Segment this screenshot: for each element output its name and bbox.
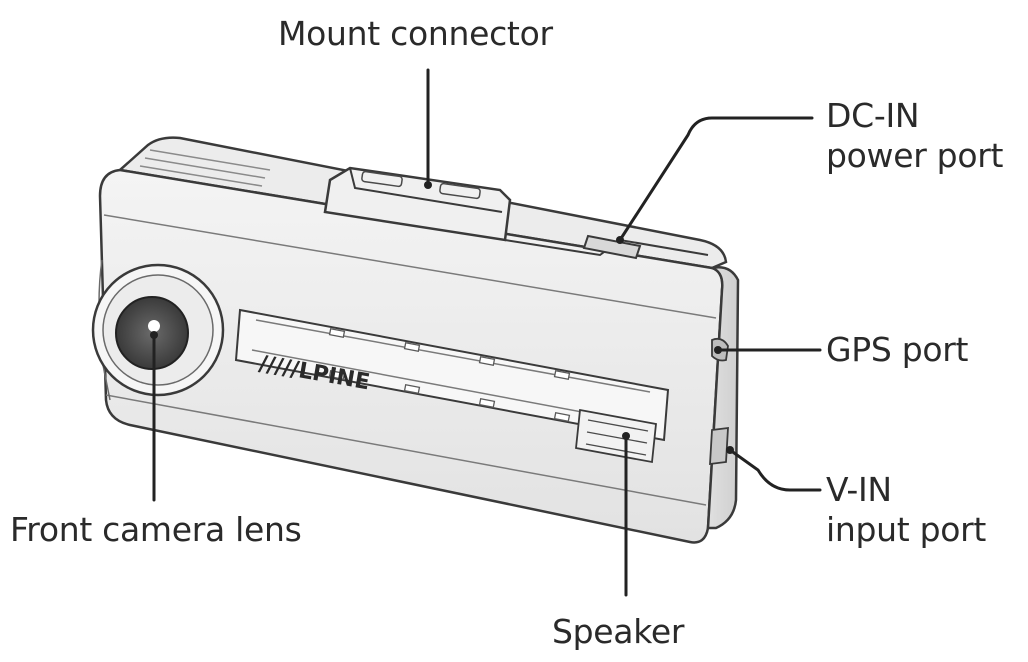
leader-dc-in (618, 116, 814, 242)
label-v-in: V-IN input port (826, 470, 986, 550)
speaker-part (575, 408, 657, 464)
label-front-camera-lens: Front camera lens (10, 510, 302, 549)
label-dc-in-line1: DC-IN (826, 96, 920, 135)
v-in-port-part (709, 426, 729, 466)
front-camera-lens-part (91, 263, 225, 397)
label-dc-in: DC-IN power port (826, 96, 1003, 176)
label-v-in-line2: input port (826, 510, 987, 549)
dot-v-in (726, 446, 734, 454)
dot-mount-connector (424, 181, 432, 189)
label-dc-in-line2: power port (826, 136, 1004, 175)
label-speaker: Speaker (552, 612, 685, 651)
label-mount-connector: Mount connector (278, 14, 553, 53)
dot-dc-in (616, 236, 624, 244)
mount-connector-part (323, 166, 709, 257)
brand-panel: /////LPINE (234, 308, 670, 442)
dot-front-lens (150, 331, 158, 339)
leader-v-in (728, 448, 822, 492)
dot-gps (714, 346, 722, 354)
label-gps-port: GPS port (826, 330, 969, 369)
label-v-in-line1: V-IN (826, 470, 892, 509)
dot-speaker (622, 432, 630, 440)
